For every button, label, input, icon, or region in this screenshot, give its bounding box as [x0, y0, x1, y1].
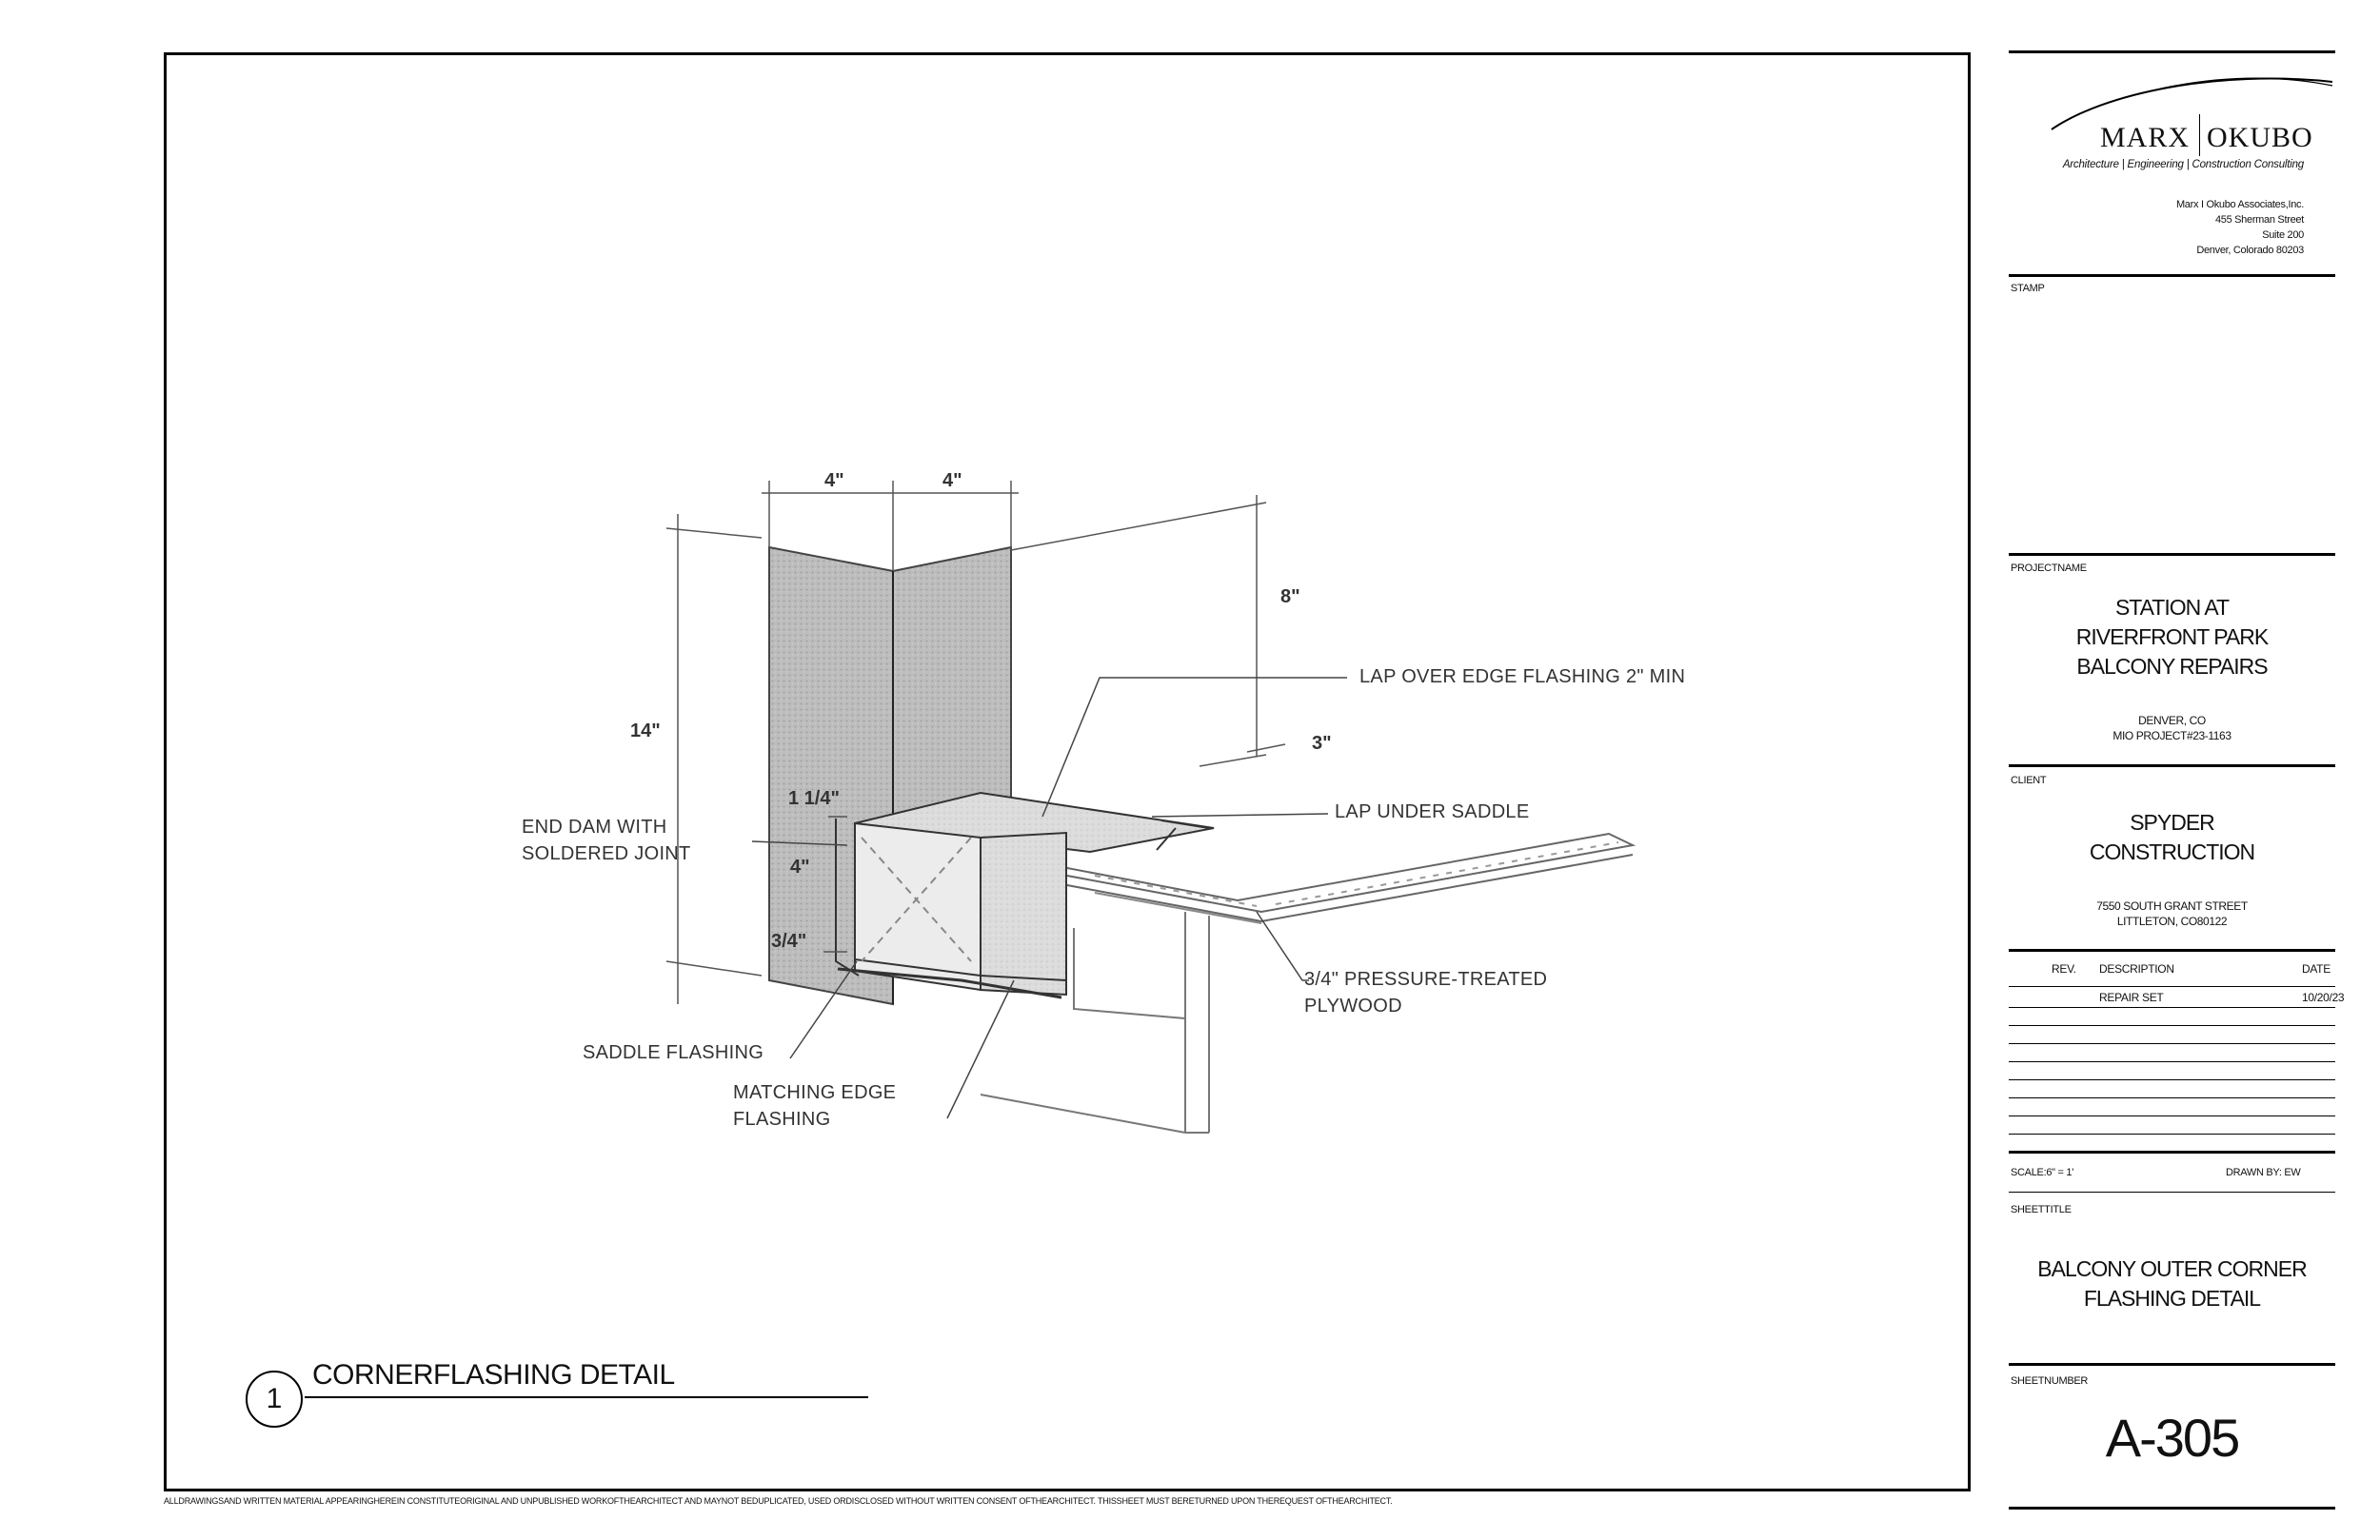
stamp-label: STAMP	[2011, 283, 2045, 294]
dimension-4in-left: 4"	[824, 470, 844, 491]
project-name-label: PROJECTNAME	[2011, 563, 2087, 574]
project-name-line2: RIVERFRONT PARK	[2075, 624, 2269, 649]
note-lap-under-saddle: LAP UNDER SADDLE	[1335, 801, 1530, 822]
revision-line	[2009, 1025, 2335, 1026]
revision-line	[2009, 986, 2335, 987]
saddle-flashing	[835, 791, 1215, 999]
firm-address-line3: Suite 200	[2262, 229, 2304, 241]
firm-logo-swoosh-icon	[2051, 77, 2333, 130]
project-name-line1: STATION AT	[2114, 595, 2230, 620]
note-plywood-line1: 3/4" PRESSURE-TREATED	[1304, 969, 1548, 990]
revision-line	[2009, 1097, 2335, 1098]
copyright-disclaimer: ALLDRAWINGSAND WRITTEN MATERIAL APPEARIN…	[164, 1496, 1393, 1506]
revision-line	[2009, 1043, 2335, 1044]
title-block-rule-client	[2009, 764, 2335, 767]
title-block-rule-revisions	[2009, 949, 2335, 952]
firm-logo-okubo: OKUBO	[2207, 122, 2313, 153]
plywood-deck	[1046, 832, 1636, 924]
revision-header-date: DATE	[2302, 962, 2330, 976]
detail-title-underline	[305, 1396, 868, 1398]
detail-number-bubble: 1	[246, 1371, 303, 1428]
note-matching-edge-line2: FLASHING	[733, 1109, 831, 1130]
detail-title: CORNERFLASHING DETAIL	[312, 1359, 675, 1391]
dimension-8in: 8"	[1280, 586, 1300, 607]
sheet-title-line2: FLASHING DETAIL	[2083, 1286, 2261, 1311]
firm-logo-marx: MARX	[2100, 122, 2191, 153]
firm-tagline: Architecture | Engineering | Constructio…	[2062, 159, 2304, 170]
sheet-number: A-305	[2105, 1408, 2240, 1468]
revision-line	[2009, 1061, 2335, 1062]
dimension-3in: 3"	[1312, 733, 1332, 754]
project-number: MIO PROJECT#23-1163	[2112, 729, 2231, 742]
joist-framing	[980, 912, 1210, 1134]
project-name-line3: BALCONY REPAIRS	[2076, 654, 2268, 679]
dimension-lines	[665, 481, 1286, 1004]
dimension-3-4in: 3/4"	[771, 931, 807, 952]
sheet-number-label: SHEETNUMBER	[2011, 1375, 2089, 1387]
revision-line	[2009, 1007, 2335, 1008]
dimension-1-1-4in: 1 1/4"	[788, 788, 840, 809]
revision-header-rev: REV.	[2052, 962, 2076, 976]
dimension-4in-dam: 4"	[790, 857, 810, 878]
title-block-rule-sheet-title	[2009, 1192, 2335, 1193]
title-block-rule-stamp	[2009, 274, 2335, 277]
client-address-line1: 7550 SOUTH GRANT STREET	[2096, 899, 2248, 913]
note-matching-edge-line1: MATCHING EDGE	[733, 1082, 897, 1103]
sheet-title-label: SHEETTITLE	[2011, 1204, 2072, 1215]
drawing-frame	[164, 52, 1971, 1491]
sheet-title-line1: BALCONY OUTER CORNER	[2037, 1256, 2307, 1281]
client-name-line1: SPYDER	[2130, 810, 2215, 835]
leader-lines	[751, 677, 1347, 1119]
scale-text: SCALE:6" = 1'	[2011, 1167, 2074, 1178]
drawn-by-text: DRAWN BY: EW	[2226, 1167, 2301, 1178]
title-block-bottom-rule	[2009, 1507, 2335, 1510]
client-address-line2: LITTLETON, CO80122	[2116, 915, 2228, 928]
note-end-dam-line1: END DAM WITH	[522, 817, 667, 838]
project-location: DENVER, CO	[2138, 714, 2206, 727]
firm-address-line4: Denver, Colorado 80203	[2196, 245, 2304, 256]
title-block-rule-scale	[2009, 1151, 2335, 1154]
title-block-top-rule	[2009, 50, 2335, 53]
revision-line	[2009, 1079, 2335, 1080]
firm-address-line1: Marx I Okubo Associates,Inc.	[2175, 199, 2304, 210]
firm-address-line2: 455 Sherman Street	[2214, 214, 2304, 226]
revision-header-description: DESCRIPTION	[2099, 962, 2174, 976]
client-label: CLIENT	[2011, 775, 2047, 786]
logo-divider	[2199, 114, 2200, 156]
title-block-rule-project	[2009, 553, 2335, 556]
note-end-dam-line2: SOLDERED JOINT	[522, 843, 691, 864]
note-saddle-flashing: SADDLE FLASHING	[583, 1042, 764, 1063]
dimension-4in-right: 4"	[942, 470, 962, 491]
dimension-14in: 14"	[630, 721, 661, 741]
note-lap-over-edge: LAP OVER EDGE FLASHING 2" MIN	[1359, 666, 1686, 687]
revision-row-date: 10/20/23	[2302, 991, 2345, 1004]
note-plywood-line2: PLYWOOD	[1304, 996, 1402, 1017]
client-name-line2: CONSTRUCTION	[2089, 839, 2255, 864]
revision-row-description: REPAIR SET	[2099, 991, 2164, 1004]
title-block-rule-sheet-number	[2009, 1363, 2335, 1366]
revision-line	[2009, 1134, 2335, 1135]
